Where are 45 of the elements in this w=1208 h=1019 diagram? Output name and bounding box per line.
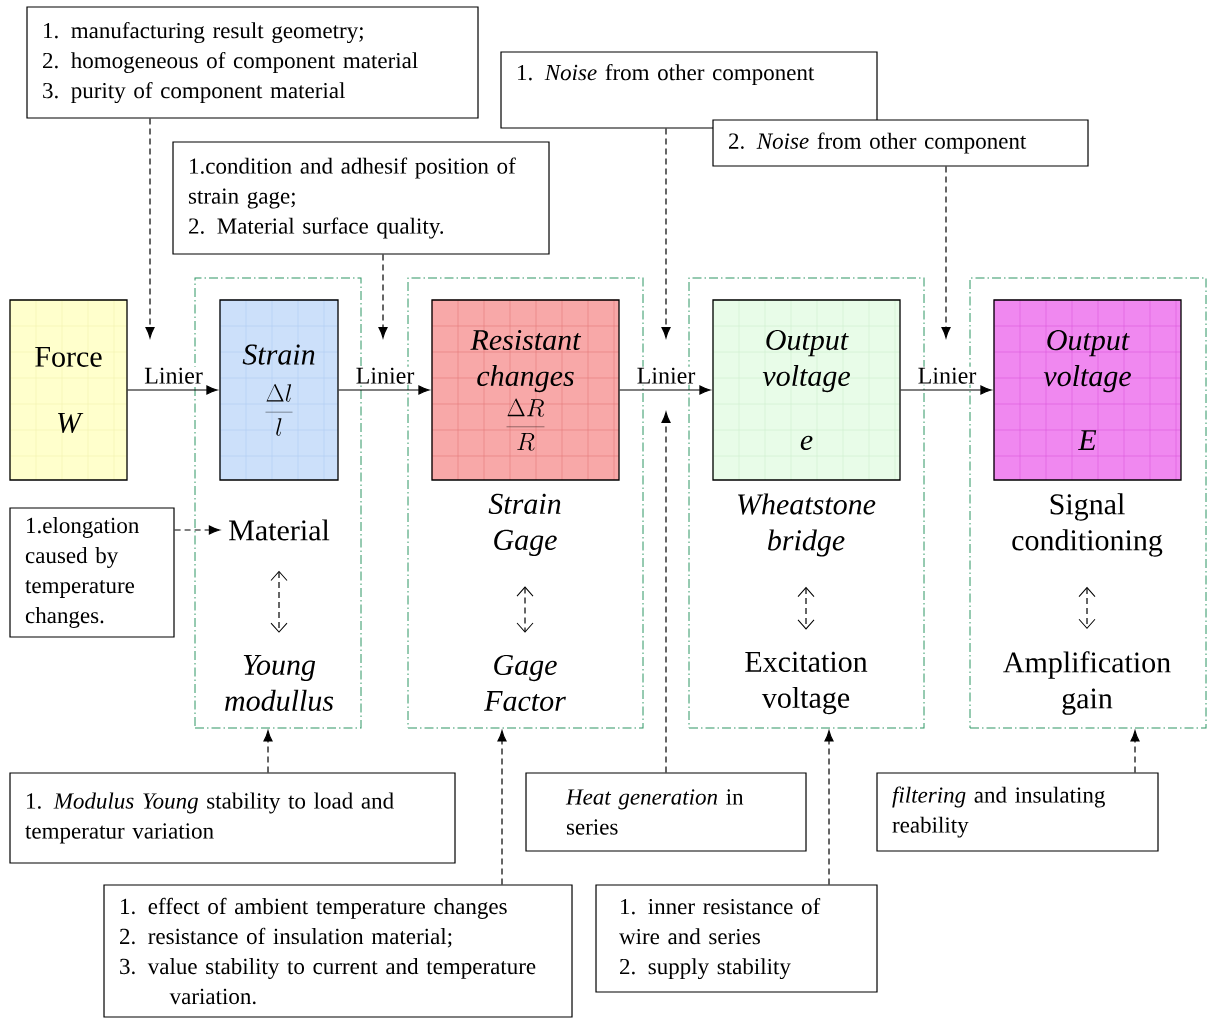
dashed-arrow bbox=[145, 118, 155, 339]
dashed-arrow bbox=[497, 730, 507, 885]
component-label: Strain Gage bbox=[488, 493, 561, 557]
note-box: 1. manufacturing result geometry; 2. homogeneous of component material 3. purity of component material bbox=[26, 6, 479, 119]
note-box: 1.elongation caused by temperature changes. bbox=[9, 507, 175, 638]
block-box: Force W bbox=[9, 299, 128, 481]
note-box: 2. Noise from other component bbox=[712, 119, 1089, 167]
edge-label: Linier bbox=[635, 366, 697, 385]
block-box: Output voltage E bbox=[993, 299, 1182, 481]
component-label: Young modullus bbox=[225, 655, 334, 711]
note-box: 1. inner resistance of wire and series 2. supply stability bbox=[595, 884, 878, 993]
component-label: Material bbox=[229, 519, 330, 541]
edge-label: Linier bbox=[916, 366, 978, 385]
double-arrow bbox=[797, 587, 815, 630]
arrow bbox=[619, 385, 711, 395]
note-box: Heat generation in series bbox=[525, 772, 807, 852]
block-box: Output voltage e bbox=[712, 299, 901, 481]
note-box: 1.condition and adhesif position of strain gage; 2. Material surface quality. bbox=[172, 141, 550, 255]
block-box: Resistant changes $\frac{\Delta R}{R}$ bbox=[431, 299, 620, 481]
dashed-arrow bbox=[174, 525, 220, 535]
dashed-arrow bbox=[941, 166, 951, 339]
note-box: 1. Modulus Young stability to load and temperatur variation bbox=[9, 772, 456, 864]
note-box: 1. effect of ambient temperature changes 2. resistance of insulation material; 3. value stability to current and temperature variation. bbox=[103, 884, 573, 1018]
arrow bbox=[338, 385, 430, 395]
dashed-arrow bbox=[824, 730, 834, 885]
edge-label: Linier bbox=[354, 366, 416, 385]
component-label: Wheatstone bridge bbox=[738, 493, 876, 557]
dashed-arrow bbox=[263, 730, 273, 773]
note-box: filtering and insulating reability bbox=[876, 772, 1159, 852]
block-box: Strain $\frac{\Delta l}{l}$ bbox=[219, 299, 339, 481]
component-label: Excitation voltage bbox=[745, 651, 868, 715]
double-arrow bbox=[270, 571, 288, 633]
component-label: Signal conditioning bbox=[1012, 493, 1163, 557]
arrow bbox=[127, 385, 218, 395]
double-arrow bbox=[1078, 587, 1096, 629]
component-label: Gage Factor bbox=[484, 654, 566, 712]
edge-label: Linier bbox=[143, 366, 204, 385]
dashed-arrow bbox=[661, 411, 671, 773]
double-arrow bbox=[516, 586, 534, 633]
dashed-arrow bbox=[1130, 730, 1140, 773]
arrow bbox=[900, 385, 992, 395]
note-box: 1. Noise from other component bbox=[500, 51, 878, 129]
component-label: Amplification gain bbox=[1003, 651, 1171, 715]
dashed-arrow bbox=[378, 254, 388, 339]
dashed-arrow bbox=[661, 128, 671, 339]
